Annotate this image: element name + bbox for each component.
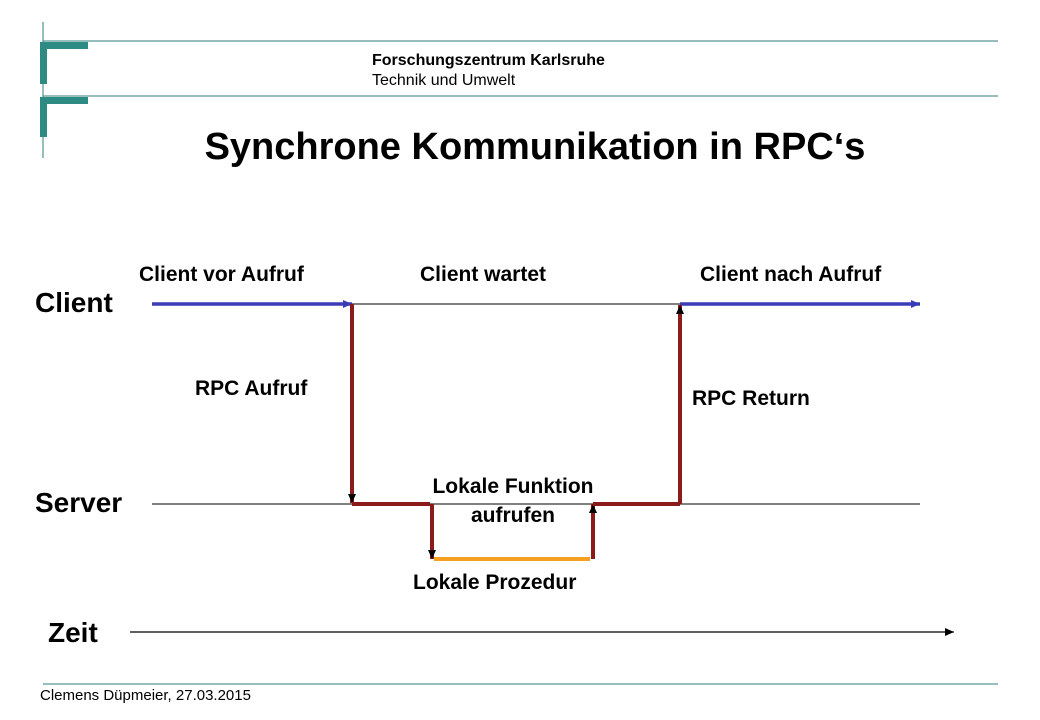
label-rpc-call: RPC Aufruf xyxy=(195,377,308,400)
slide-title: Synchrone Kommunikation in RPC‘s xyxy=(204,126,866,168)
label-rpc-return: RPC Return xyxy=(692,387,810,410)
lane-label-client: Client xyxy=(35,287,113,318)
label-local-function-line1: Lokale Funktion xyxy=(432,475,594,498)
footer-author-date: Clemens Düpmeier, 27.03.2015 xyxy=(40,687,251,704)
label-client-waits: Client wartet xyxy=(420,263,547,286)
label-local-procedure: Lokale Prozedur xyxy=(413,571,577,594)
rpc-path xyxy=(348,304,684,559)
label-local-function-line2: aufrufen xyxy=(471,504,555,527)
org-name: Forschungszentrum Karlsruhe xyxy=(372,52,605,69)
org-subtitle: Technik und Umwelt xyxy=(372,72,516,89)
label-local-function: Lokale Funktion aufrufen xyxy=(400,472,626,530)
label-client-after: Client nach Aufruf xyxy=(700,263,882,286)
lane-label-time: Zeit xyxy=(48,617,98,648)
fzk-logo xyxy=(40,22,88,158)
lane-label-server: Server xyxy=(35,487,123,518)
label-client-before: Client vor Aufruf xyxy=(139,263,304,286)
